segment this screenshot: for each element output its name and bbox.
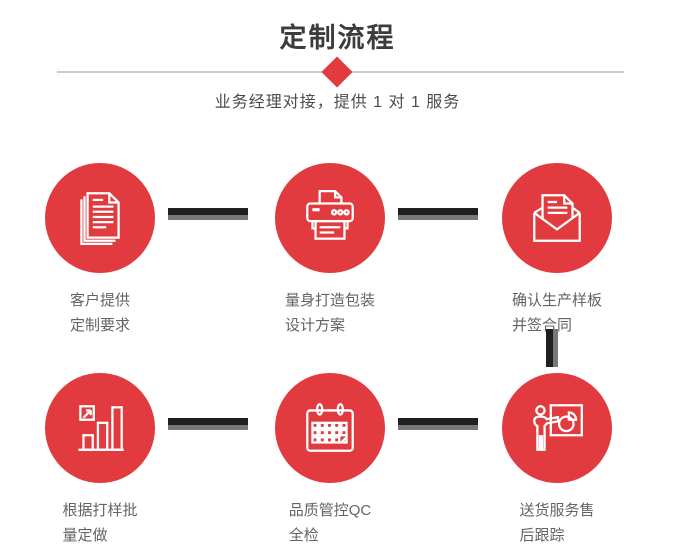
step-batch-production: 根据打样批 量定做 [20, 373, 180, 548]
step-label-line2: 全检 [288, 527, 319, 544]
calendar-icon [306, 403, 354, 452]
step-label-line1: 客户提供 [69, 292, 130, 309]
step-circle [275, 163, 385, 273]
connector-step1-step2 [168, 208, 248, 220]
step-label-line2: 量定做 [62, 527, 108, 544]
step-label: 品质管控QC 全检 [250, 498, 410, 548]
step-label-line2: 设计方案 [284, 317, 345, 334]
connector-step2-step3 [398, 208, 478, 220]
step-customer-requirements: 客户提供 定制要求 [20, 163, 180, 338]
step-label-line1: 送货服务售 [519, 502, 595, 519]
step-label: 量身打造包装 设计方案 [250, 288, 410, 338]
step-circle [502, 163, 612, 273]
step-circle [275, 373, 385, 483]
step-label-line1: 确认生产样板 [511, 292, 602, 309]
step-quality-control: 品质管控QC 全检 [250, 373, 410, 548]
bar-chart-icon [78, 405, 124, 451]
step-label-line1: 根据打样批 [62, 502, 138, 519]
step-delivery-aftersales: 送货服务售 后跟踪 [477, 373, 637, 548]
step-label: 送货服务售 后跟踪 [477, 498, 637, 548]
presenter-icon [533, 404, 583, 451]
diamond-icon [321, 56, 353, 88]
step-label-line2: 定制要求 [69, 317, 130, 334]
step-label-line2: 后跟踪 [519, 527, 565, 544]
documents-icon [80, 192, 120, 245]
step-circle [502, 373, 612, 483]
printer-icon [306, 189, 354, 240]
step-packaging-design: 量身打造包装 设计方案 [250, 163, 410, 338]
step-label-line1: 量身打造包装 [284, 292, 375, 309]
step-circle [45, 373, 155, 483]
step-label-line1: 品质管控QC [288, 502, 372, 519]
subtitle: 业务经理对接，提供 1 对 1 服务 [214, 94, 461, 111]
connector-step3-step6 [546, 329, 558, 367]
envelope-icon [533, 194, 581, 242]
step-circle [45, 163, 155, 273]
step-label: 客户提供 定制要求 [20, 288, 180, 338]
step-label: 根据打样批 量定做 [20, 498, 180, 548]
step-sample-contract: 确认生产样板 并签合同 [477, 163, 637, 338]
page-title: 定制流程 [279, 23, 396, 53]
connector-step5-step6 [398, 418, 478, 430]
connector-step4-step5 [168, 418, 248, 430]
